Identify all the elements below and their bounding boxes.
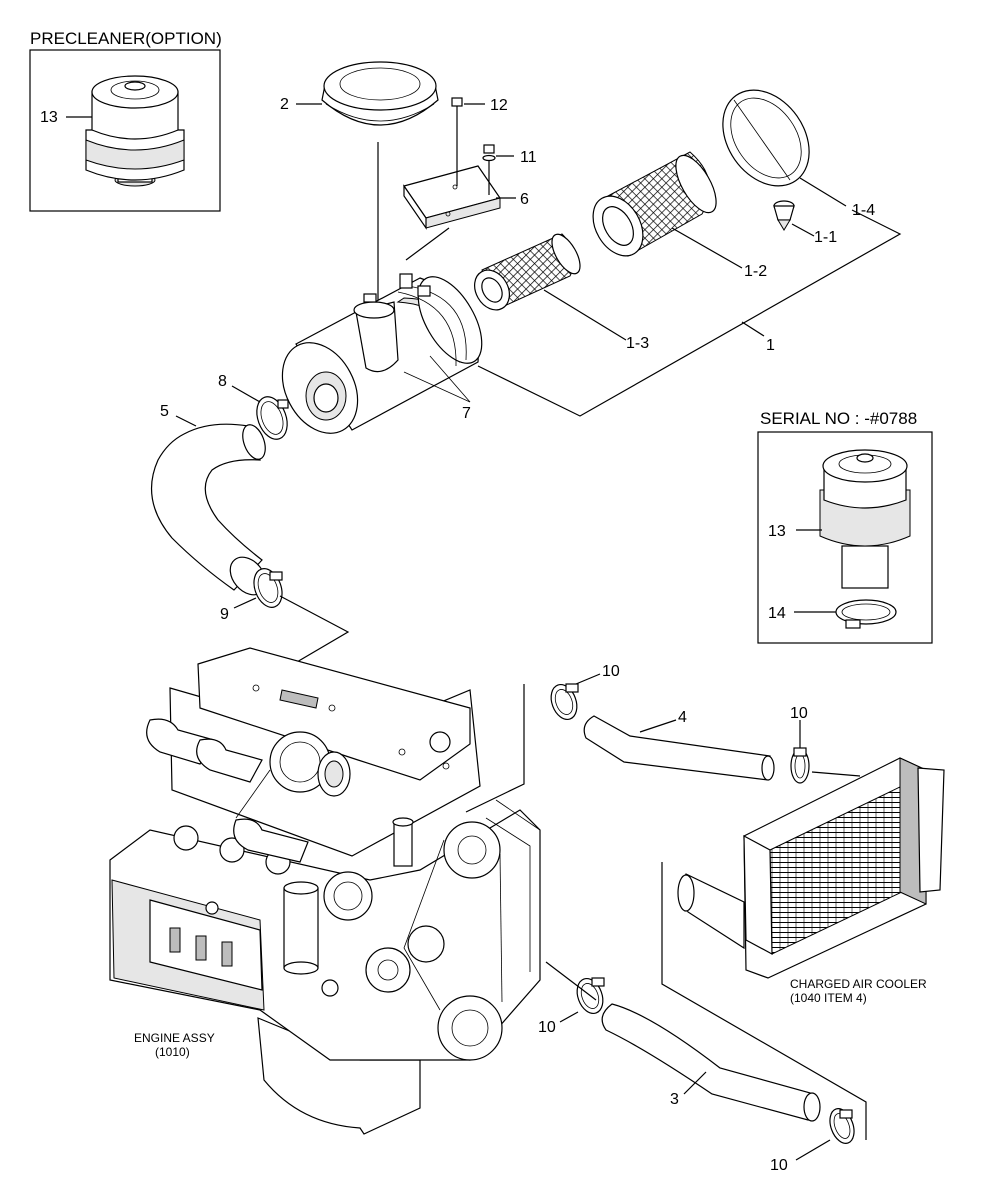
cooler-caption-line1: CHARGED AIR COOLER [790, 977, 927, 991]
charged-air-cooler [677, 757, 945, 979]
evacuator-valve-1-1 [773, 200, 795, 231]
serial-precleaner-illustration [819, 449, 911, 589]
precleaner-title: PRECLEANER(OPTION) [30, 29, 222, 48]
hose-clamp-10-bottom [829, 1108, 855, 1144]
oil-filter [283, 881, 319, 975]
air-cleaner-cover [321, 61, 439, 126]
bolt-12 [451, 97, 463, 125]
callout-1-3: 1-3 [626, 335, 649, 352]
turbocharger [235, 731, 351, 819]
callout-2: 2 [280, 96, 289, 113]
callout-10-upper: 10 [602, 663, 620, 680]
housing-end-cover-1-4 [722, 89, 810, 187]
hose-clamp-8 [256, 396, 289, 440]
serial-title: SERIAL NO : -#0788 [760, 409, 917, 428]
housing-clamps-7 [363, 273, 471, 403]
callout-13-precleaner: 13 [40, 109, 58, 126]
air-cleaner-inlet-hood [353, 301, 399, 373]
callout-1-4: 1-4 [852, 202, 875, 219]
intake-hose-5 [151, 423, 267, 596]
callout-4: 4 [678, 709, 687, 726]
serial-number-box: SERIAL NO : -#0788 13 14 [757, 409, 933, 644]
alternator [323, 871, 373, 921]
engine-caption-line1: ENGINE ASSY [134, 1031, 215, 1045]
hose-clamp-10-upper [550, 683, 579, 721]
callout-9: 9 [220, 606, 229, 623]
front-pulleys [365, 821, 503, 1061]
callout-1: 1 [766, 337, 775, 354]
callout-11: 11 [520, 149, 537, 166]
intercooler-pipe-4 [583, 715, 775, 781]
engine-caption-line2: (1010) [155, 1045, 190, 1059]
inner-filter-element-1-3 [474, 233, 581, 311]
hose-clamp-9 [253, 568, 283, 608]
hose-clamp-10-right [790, 747, 810, 784]
precleaner-frame [29, 49, 221, 212]
serial-clamp-14 [835, 599, 897, 629]
callout-5: 5 [160, 403, 169, 420]
engine-assembly [109, 647, 541, 1135]
callout-14: 14 [768, 605, 786, 622]
callout-6: 6 [520, 191, 529, 208]
serial-frame [757, 431, 933, 644]
callout-13-serial: 13 [768, 523, 786, 540]
callout-1-2: 1-2 [744, 263, 767, 280]
callout-12: 12 [490, 97, 508, 114]
callout-3: 3 [670, 1091, 679, 1108]
callout-7: 7 [462, 405, 471, 422]
callout-10-right: 10 [790, 705, 808, 722]
callout-1-1: 1-1 [814, 229, 837, 246]
precleaner-cap-illustration [85, 75, 185, 187]
cooler-caption-line2: (1040 ITEM 4) [790, 991, 867, 1005]
callout-8: 8 [218, 373, 227, 390]
bolt-11 [482, 144, 496, 182]
callout-10-lower: 10 [538, 1019, 556, 1036]
callout-10-bottom: 10 [770, 1157, 788, 1174]
intercooler-pipe-3 [601, 1003, 821, 1122]
precleaner-option-box: PRECLEANER(OPTION) 13 [29, 29, 222, 212]
mounting-bracket-6 [403, 165, 501, 230]
outer-filter-element-1-2 [592, 151, 717, 257]
